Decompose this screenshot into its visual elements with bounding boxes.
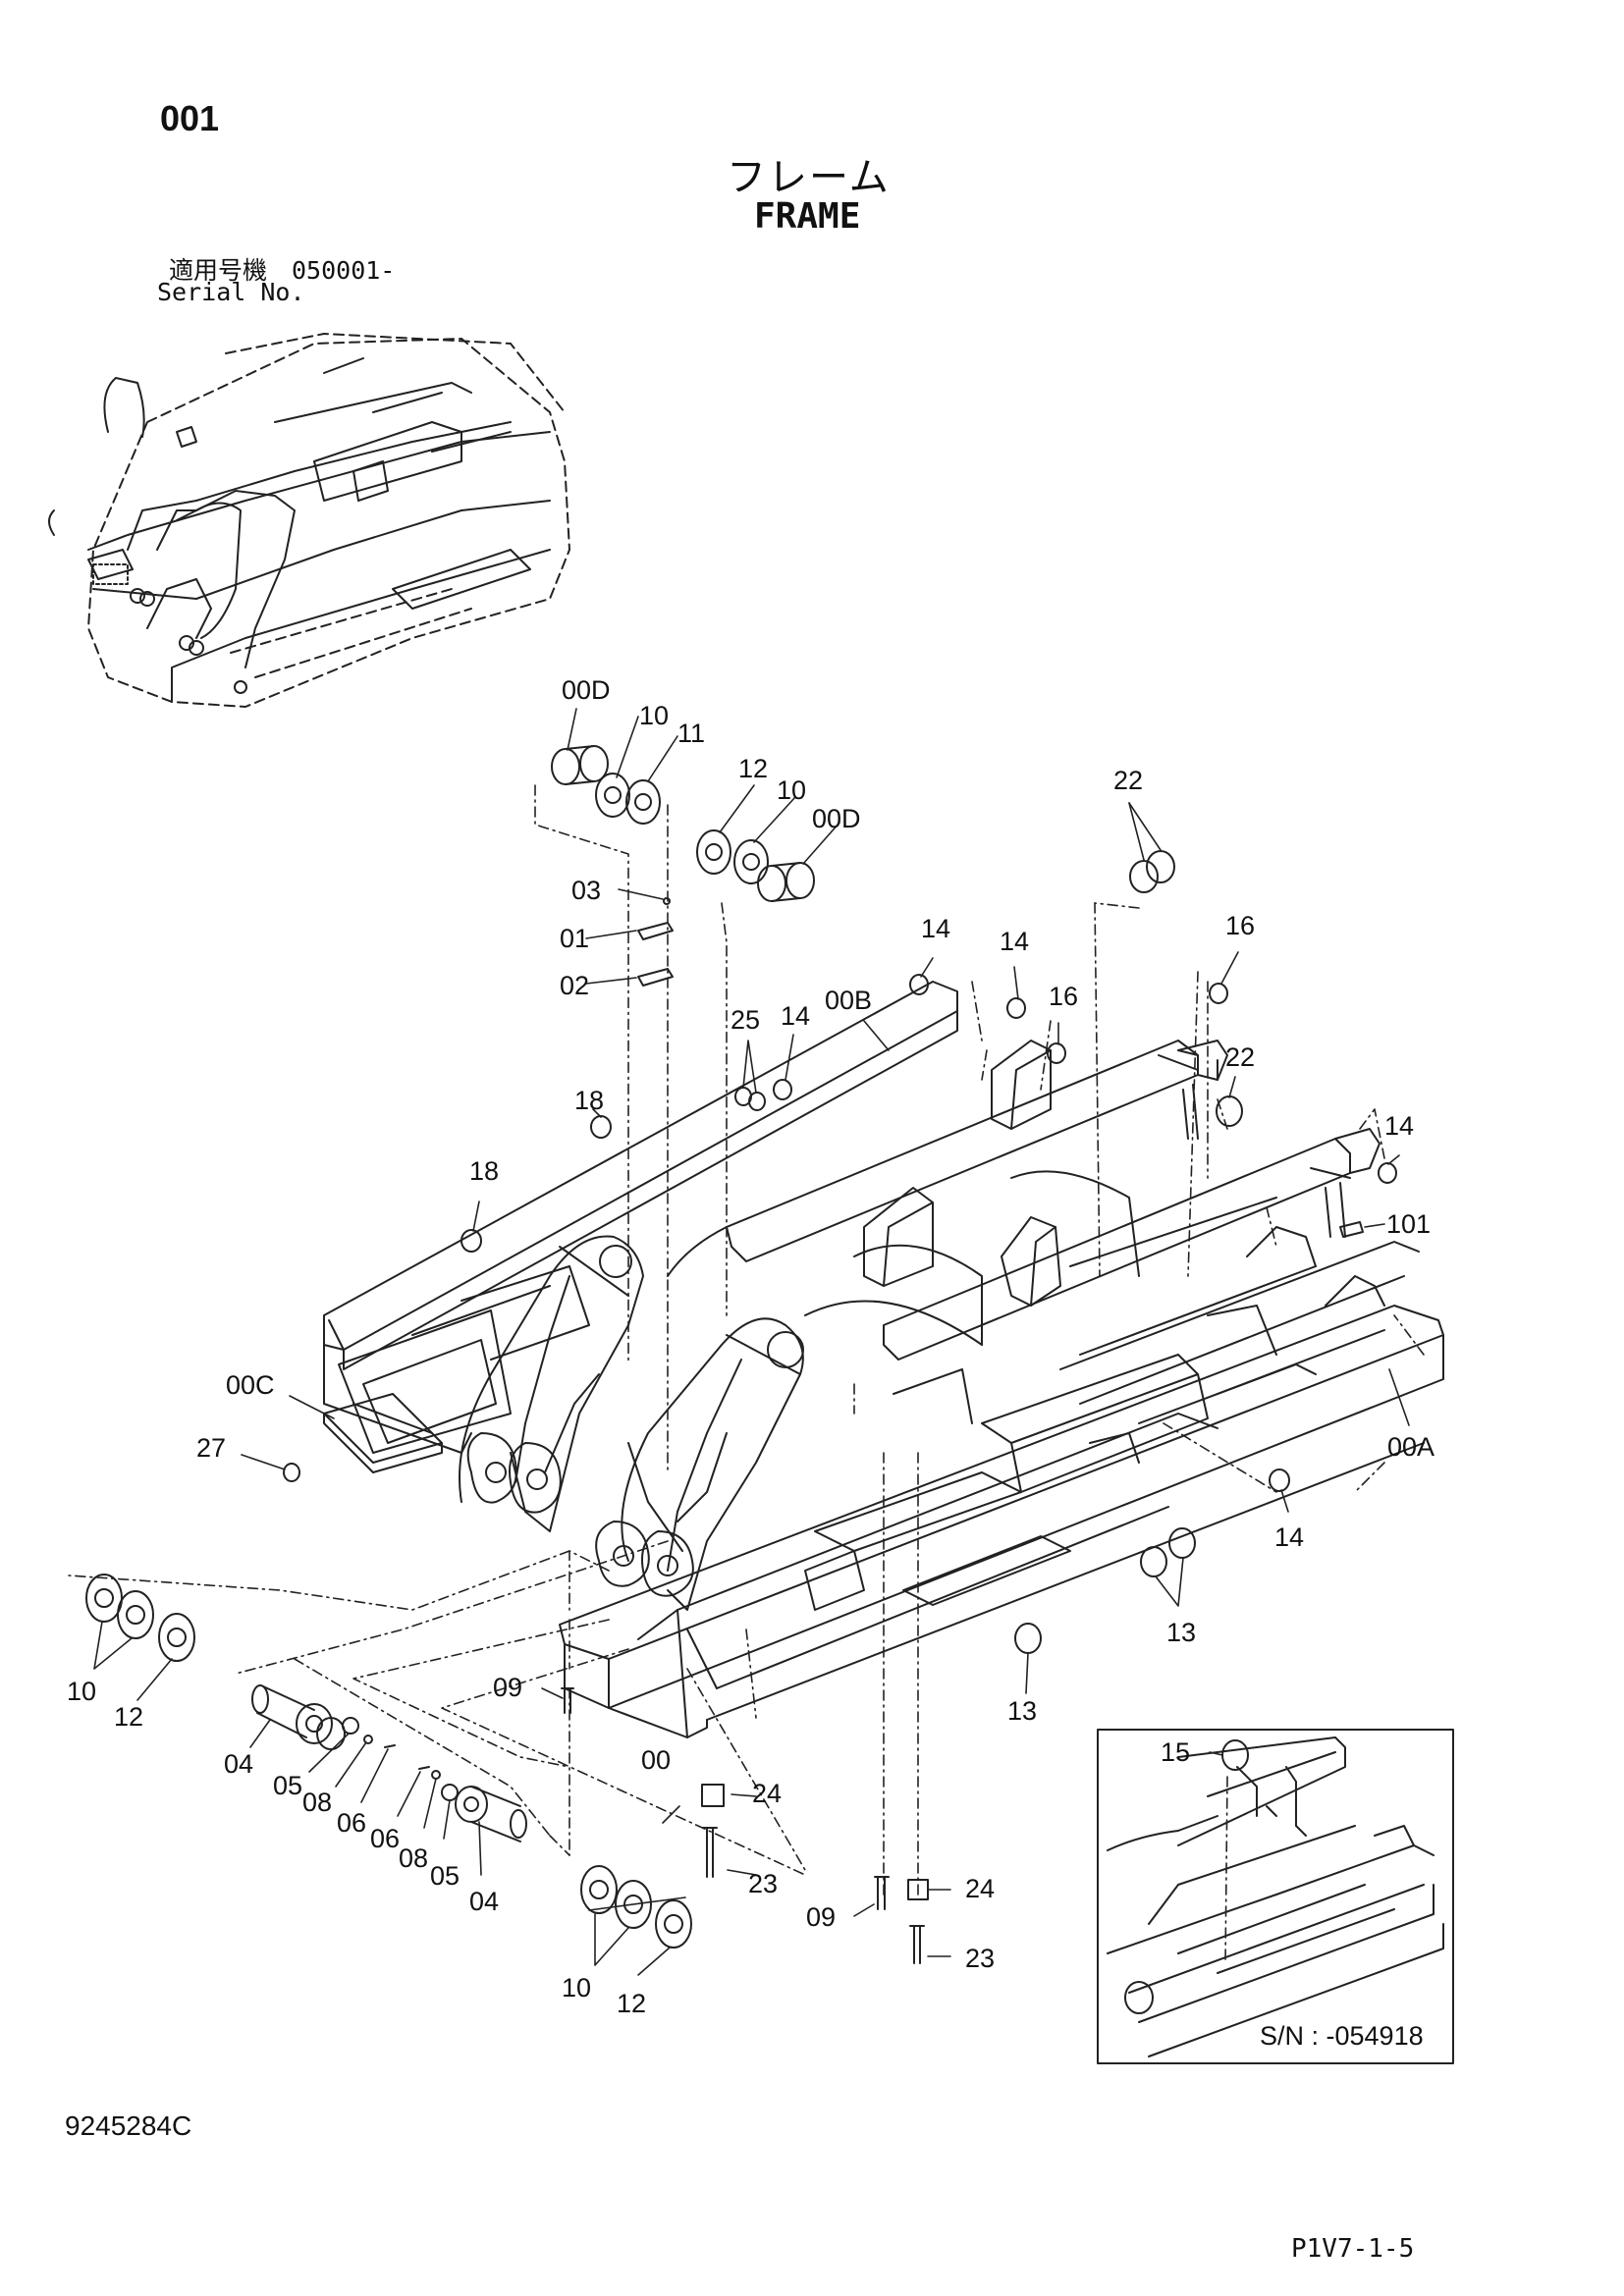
page-number: 001 — [160, 98, 220, 138]
callout-14: 14 — [921, 914, 950, 943]
serial-label: Serial No. — [157, 278, 305, 306]
callout-11: 11 — [677, 719, 705, 748]
title-japanese: フレーム — [727, 156, 891, 199]
callout-10: 10 — [639, 701, 669, 730]
page-code: P1V7-1-5 — [1291, 2234, 1415, 2264]
callout-04: 04 — [224, 1749, 253, 1779]
callout-09: 09 — [493, 1673, 522, 1702]
callout-00A: 00A — [1387, 1432, 1435, 1462]
callout-10: 10 — [67, 1677, 96, 1706]
title-english: FRAME — [754, 196, 861, 237]
callout-10: 10 — [562, 1973, 591, 2002]
callout-08: 08 — [399, 1843, 428, 1873]
callout-12: 12 — [617, 1989, 646, 2018]
callout-06: 06 — [370, 1824, 400, 1853]
callout-01: 01 — [560, 924, 589, 953]
callout-24: 24 — [965, 1874, 995, 1903]
main-frame-assembly — [323, 981, 1444, 1738]
callout-05: 05 — [430, 1861, 460, 1891]
callout-14: 14 — [781, 1001, 810, 1031]
callout-18: 18 — [469, 1156, 499, 1186]
callout-00: 00 — [641, 1745, 671, 1775]
callout-23: 23 — [748, 1869, 778, 1898]
callout-24: 24 — [752, 1779, 782, 1808]
callout-00B: 00B — [825, 986, 872, 1015]
callout-14: 14 — [1000, 927, 1029, 956]
callout-16: 16 — [1049, 982, 1078, 1011]
callout-12: 12 — [738, 754, 768, 783]
callout-09: 09 — [806, 1902, 836, 1932]
callout-16: 16 — [1225, 911, 1255, 940]
callout-02: 02 — [560, 971, 589, 1000]
callout-14: 14 — [1384, 1111, 1414, 1141]
callout-13: 13 — [1166, 1618, 1196, 1647]
callout-23: 23 — [965, 1944, 995, 1973]
assembly-leader-lines — [68, 784, 1425, 1896]
callout-15: 15 — [1161, 1737, 1190, 1767]
callout-06: 06 — [337, 1808, 366, 1838]
document-number: 9245284C — [65, 2110, 192, 2141]
callout-14: 14 — [1274, 1522, 1304, 1552]
callout-12: 12 — [114, 1702, 143, 1732]
callout-00D: 00D — [562, 675, 611, 705]
serial-applicability-jp: 適用号機 050001- — [169, 256, 396, 285]
callout-13: 13 — [1007, 1696, 1037, 1726]
inset-detail — [1097, 1729, 1454, 2064]
lower-pin-parts — [85, 1574, 929, 1964]
callout-00C: 00C — [226, 1370, 275, 1400]
inset-serial-label: S/N : -054918 — [1260, 2021, 1424, 2051]
callout-27: 27 — [196, 1433, 226, 1463]
callout-05: 05 — [273, 1771, 302, 1800]
callout-101: 101 — [1386, 1209, 1431, 1239]
machine-overview-thumbnail — [48, 333, 570, 708]
callout-04: 04 — [469, 1887, 499, 1916]
callout-22: 22 — [1113, 766, 1143, 795]
upper-parts — [283, 745, 1397, 1654]
callout-numbers: 00D 10 11 12 10 00D 22 03 01 02 14 14 16… — [67, 675, 1435, 2051]
callout-18: 18 — [574, 1086, 604, 1115]
callout-08: 08 — [302, 1788, 332, 1817]
callout-00D: 00D — [812, 804, 861, 833]
callout-10: 10 — [777, 775, 806, 805]
callout-03: 03 — [571, 876, 601, 905]
callout-25: 25 — [731, 1005, 760, 1035]
callout-22: 22 — [1225, 1042, 1255, 1072]
callout-leaders — [93, 708, 1410, 1976]
